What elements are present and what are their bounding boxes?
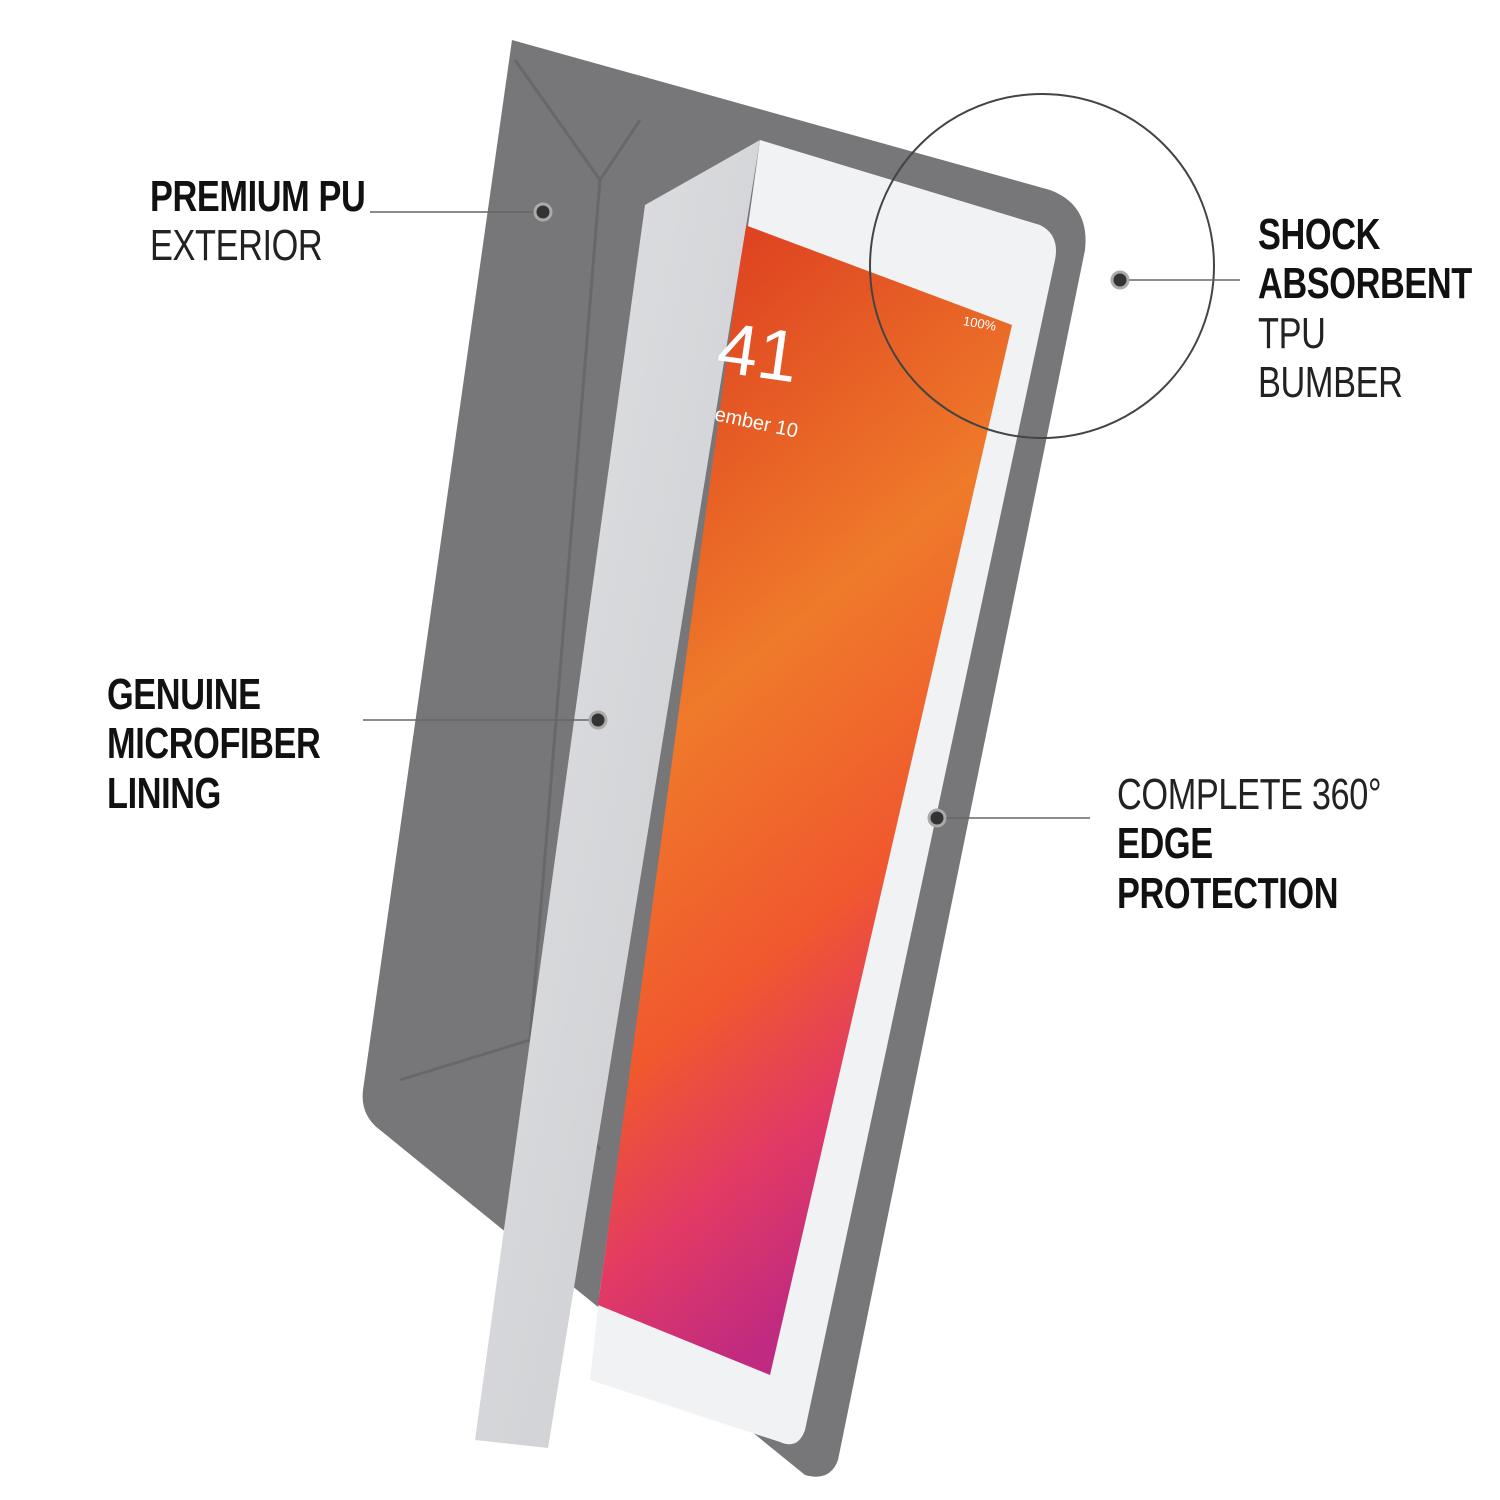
lockscreen-time: 41 — [712, 307, 804, 399]
tablet-screen — [598, 225, 1012, 1375]
callout-title: GENUINE — [107, 670, 261, 719]
microfiber-flap — [475, 140, 760, 1448]
callout-title: EDGE PROTECTION — [1117, 819, 1339, 918]
callout-shock-absorbent: SHOCK ABSORBENT TPU BUMBER — [1258, 210, 1472, 407]
callout-title: LINING — [107, 768, 221, 818]
dot-shock — [1110, 270, 1130, 290]
dot-microfiber — [588, 710, 608, 730]
callout-edge-protection: COMPLETE 360° EDGE PROTECTION — [1117, 770, 1416, 918]
callout-subtitle: COMPLETE 360° — [1117, 770, 1382, 819]
callout-subtitle: TPU BUMBER — [1258, 308, 1403, 407]
zoom-circle — [869, 93, 1215, 439]
callout-title: ABSORBENT — [1258, 259, 1472, 309]
callout-title: SHOCK — [1258, 210, 1380, 259]
callout-premium-pu: PREMIUM PU EXTERIOR — [150, 172, 366, 271]
callout-title: MICROFIBER — [107, 719, 321, 769]
callout-microfiber: GENUINE MICROFIBER LINING — [107, 670, 321, 818]
callout-dots — [533, 202, 1130, 828]
callout-title: PREMIUM PU — [150, 172, 366, 221]
callout-subtitle: EXTERIOR — [150, 221, 323, 271]
dot-edge — [927, 808, 947, 828]
callout-lines — [363, 211, 1240, 819]
dot-premium — [533, 202, 553, 222]
